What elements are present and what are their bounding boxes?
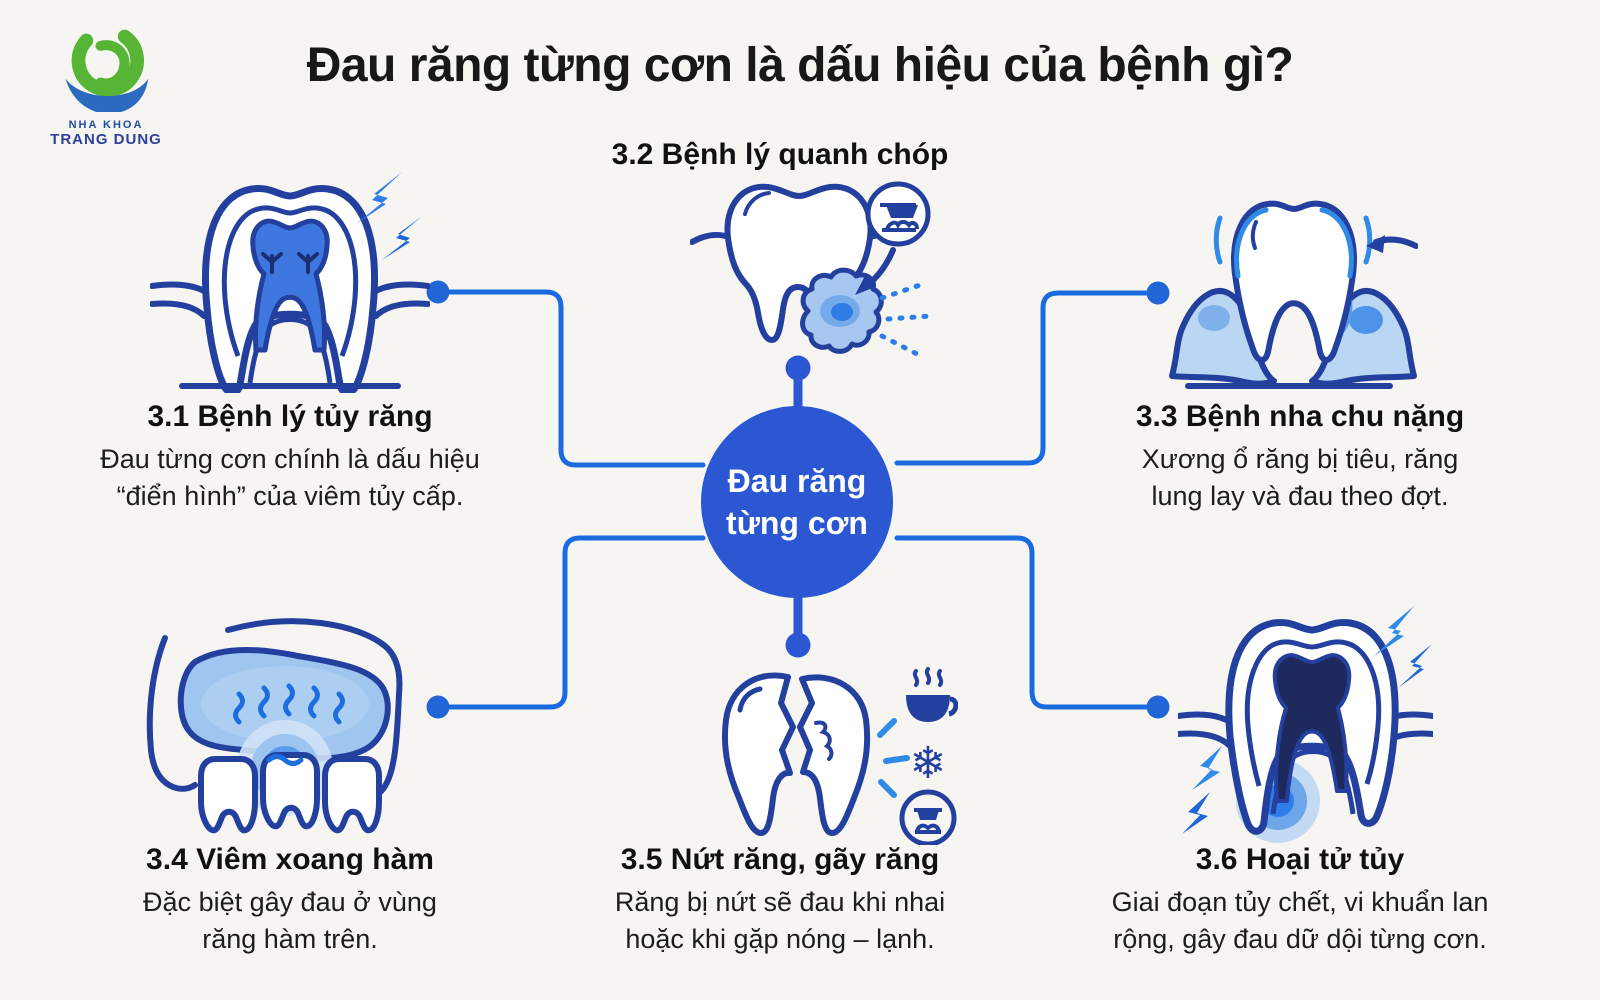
section-3-1: 3.1 Bệnh lý tủy răng Đau từng cơn chính … xyxy=(30,400,550,514)
node-dot xyxy=(1146,281,1170,305)
page-title: Đau răng từng cơn là dấu hiệu của bệnh g… xyxy=(306,39,1294,92)
pain-bolt-icon xyxy=(382,216,422,260)
hot-drink-icon xyxy=(906,667,958,722)
center-node-line2: từng cơn xyxy=(726,505,868,541)
tooth-pulpitis-icon xyxy=(150,172,430,393)
pulp-necrosis-icon xyxy=(1178,606,1433,843)
clinic-logo: NHA KHOA TRANG DUNG xyxy=(36,20,176,148)
pain-bolt-icon xyxy=(1192,746,1222,790)
pain-bolt-icon xyxy=(1182,792,1210,834)
section-title: 3.1 Bệnh lý tủy răng xyxy=(147,400,433,433)
connector-bottom-right xyxy=(894,535,1161,710)
node-dot xyxy=(785,632,811,658)
pain-bolt-icon xyxy=(1374,606,1414,656)
center-node: Đau răng từng cơn xyxy=(701,406,893,598)
section-title: 3.4 Viêm xoang hàm xyxy=(146,843,434,876)
node-dot xyxy=(426,280,450,304)
section-3-3: 3.3 Bệnh nha chu nặng Xương ổ răng bị ti… xyxy=(1040,400,1560,514)
center-node-line1: Đau răng xyxy=(727,462,867,499)
section-body: Đau từng cơn chính là dấu hiệu“điển hình… xyxy=(100,444,480,511)
pain-bolt-icon xyxy=(1398,644,1432,688)
pain-bolt-icon xyxy=(356,172,402,224)
node-dot xyxy=(1146,695,1170,719)
tooth-apical-abscess-icon xyxy=(690,181,934,358)
connector-top-right xyxy=(894,290,1161,466)
maxillary-sinusitis-icon xyxy=(146,618,403,834)
snowflake-icon: ❄ xyxy=(910,738,947,789)
connector-top-left xyxy=(435,289,706,468)
section-3-2: 3.2 Bệnh lý quanh chóp xyxy=(530,138,1030,179)
section-title: 3.6 Hoại tử tủy xyxy=(1195,843,1405,876)
connector-bottom-left xyxy=(435,535,706,710)
bite-badge-icon xyxy=(899,789,957,845)
node-dot xyxy=(426,695,450,719)
node-dot xyxy=(785,355,811,381)
cracked-tooth-icon: ❄ xyxy=(721,667,958,845)
section-3-4: 3.4 Viêm xoang hàm Đặc biệt gây đau ở vù… xyxy=(30,843,550,957)
logo-text-top: NHA KHOA xyxy=(68,119,144,131)
clinic-logo-mark-icon xyxy=(65,24,149,114)
section-title: 3.5 Nứt răng, gãy răng xyxy=(620,843,940,876)
section-3-5: 3.5 Nứt răng, gãy răng Răng bị nứt sẽ đa… xyxy=(530,843,1030,957)
section-title: 3.2 Bệnh lý quanh chóp xyxy=(611,138,949,171)
section-3-6: 3.6 Hoại tử tủy Giai đoạn tủy chết, vi k… xyxy=(1030,843,1570,957)
logo-text-bottom: TRANG DUNG xyxy=(50,131,162,148)
tooth-periodontitis-icon xyxy=(1169,200,1418,389)
section-title: 3.3 Bệnh nha chu nặng xyxy=(1135,400,1465,433)
